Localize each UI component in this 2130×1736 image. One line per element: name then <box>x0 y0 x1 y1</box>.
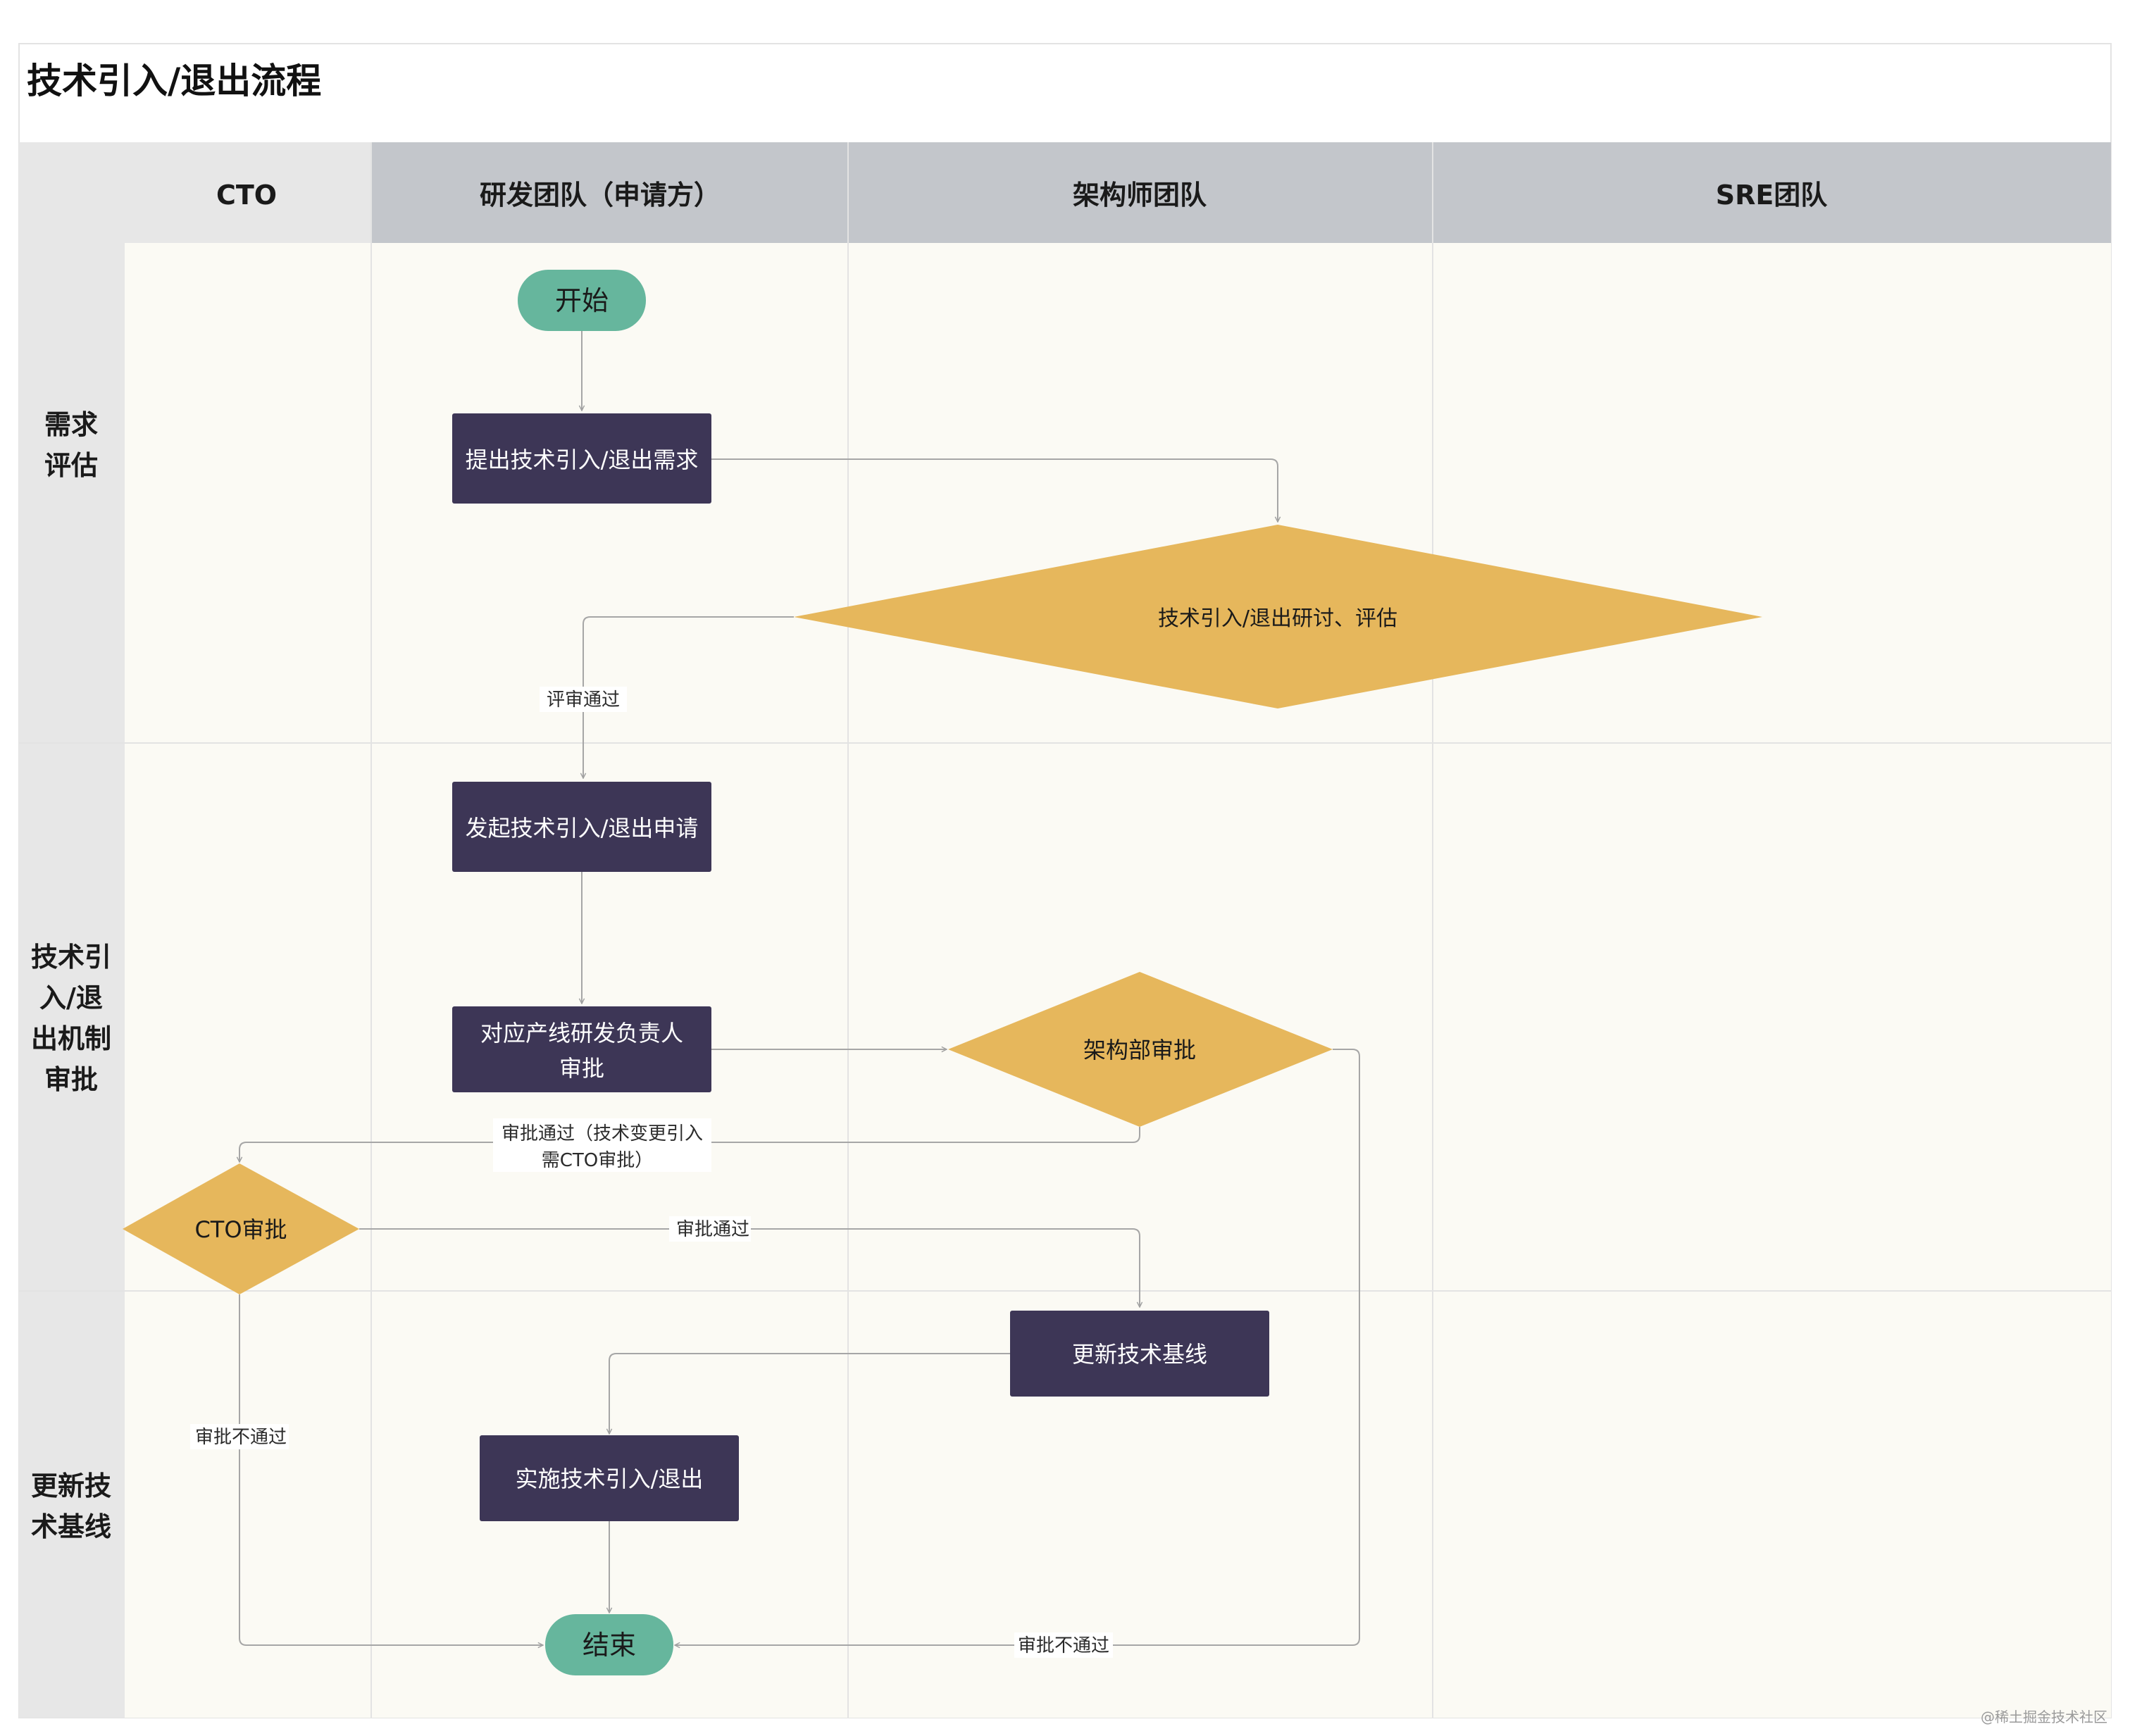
process-update-baseline-label: 更新技术基线 <box>1072 1341 1207 1368</box>
edge-label-arch-passed: 审批通过（技术变更引入 <box>502 1123 703 1144</box>
row-label-line: 术基线 <box>31 1511 111 1542</box>
decision-review-label: 技术引入/退出研讨、评估 <box>1158 606 1397 631</box>
edge-label-review-passed: 评审通过 <box>547 689 620 711</box>
edge-label-cto-rejected: 审批不通过 <box>195 1427 287 1448</box>
label-background <box>1014 1632 1113 1658</box>
edge-cto-to-baseline <box>359 1228 1140 1307</box>
connectors <box>239 331 1360 1645</box>
process-propose <box>452 413 711 504</box>
end-node <box>545 1614 673 1675</box>
row-label-line: 审批 <box>44 1064 98 1095</box>
row-label-band <box>19 142 125 1718</box>
process-owner-approval-label: 对应产线研发负责人 <box>480 1020 683 1047</box>
edge-cto-rejected <box>239 1294 543 1645</box>
column-architect-team: 架构师团队 <box>1073 180 1207 211</box>
diagram-title: 技术引入/退出流程 <box>27 61 321 101</box>
column-rd-team: 研发团队（申请方） <box>480 180 721 211</box>
edge-arch-rejected <box>675 1049 1360 1645</box>
process-implement-label: 实施技术引入/退出 <box>516 1466 704 1492</box>
start-node <box>518 270 646 331</box>
process-update-baseline <box>1010 1311 1269 1397</box>
process-owner-approval <box>452 1006 711 1092</box>
row-label-line: 入/退 <box>39 982 103 1013</box>
column-cto: CTO <box>216 180 277 211</box>
watermark-credit: @稀土掘金技术社区 <box>1981 1709 2107 1725</box>
label-background <box>190 1424 289 1449</box>
column-header-band <box>371 142 2111 243</box>
decision-cto-approval-label: CTO审批 <box>194 1216 287 1243</box>
row-label-line: 更新技 <box>31 1470 111 1501</box>
edge-label-arch-rejected: 审批不通过 <box>1018 1635 1109 1656</box>
row-label-line: 出机制 <box>31 1023 111 1054</box>
label-background <box>540 687 627 712</box>
edge-review-to-initiate <box>583 616 794 778</box>
decision-arch-approval <box>948 972 1333 1127</box>
start-label: 开始 <box>555 285 609 316</box>
process-implement <box>480 1435 739 1521</box>
row-label-line: 需求 <box>44 409 98 440</box>
column-header-cto <box>125 142 371 243</box>
swimlane-area <box>125 243 2111 1718</box>
process-initiate-label: 发起技术引入/退出申请 <box>466 815 699 842</box>
edge-label-cto-passed: 审批通过 <box>676 1219 749 1240</box>
edge-label-arch-passed: 需CTO审批） <box>542 1150 654 1171</box>
row-label-line: 评估 <box>44 450 98 481</box>
end-label: 结束 <box>583 1630 636 1661</box>
process-owner-approval-label: 审批 <box>559 1055 604 1082</box>
edge-baseline-to-implement <box>609 1353 1010 1434</box>
decision-cto-approval <box>123 1163 359 1294</box>
label-background <box>493 1118 711 1172</box>
decision-review <box>794 525 1762 708</box>
process-propose-label: 提出技术引入/退出需求 <box>466 447 699 473</box>
decision-arch-approval-label: 架构部审批 <box>1083 1037 1196 1063</box>
row-label-line: 技术引 <box>31 942 111 973</box>
process-initiate <box>452 782 711 872</box>
label-background <box>669 1216 751 1242</box>
edge-propose-to-review <box>711 458 1278 522</box>
column-sre-team: SRE团队 <box>1716 180 1829 211</box>
lane-dividers <box>19 142 2111 1718</box>
